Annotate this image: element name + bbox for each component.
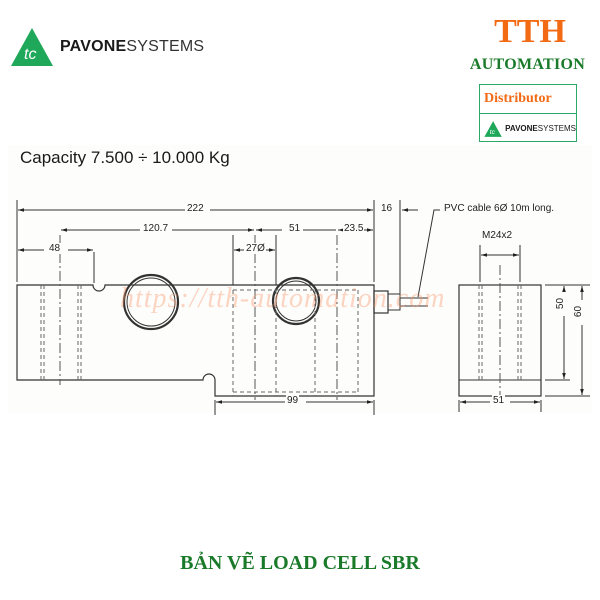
dim-overall-length: 222 <box>186 203 205 214</box>
tth-title: TTH <box>494 13 566 50</box>
distributor-label: Distributor <box>480 85 576 114</box>
capacity-label: Capacity 7.500 ÷ 10.000 Kg <box>20 148 230 167</box>
dim-width: 51 <box>492 395 506 406</box>
dim-hole-diameter: 27Ø <box>245 243 266 254</box>
dim-height-inner: 50 <box>555 296 567 311</box>
pavone-triangle-icon: tc <box>11 28 53 66</box>
dim-lower-section: 99 <box>286 395 300 406</box>
pavone-wordmark: PAVONESYSTEMS <box>60 38 205 55</box>
dim-mount-to-hole: 51 <box>288 223 302 234</box>
dim-first-hole-offset: 48 <box>48 243 62 254</box>
dim-height-total: 60 <box>573 304 585 319</box>
svg-text:tc: tc <box>24 46 36 63</box>
dim-thread: M24x2 <box>481 230 514 241</box>
watermark-url: https://tth-automation.com <box>120 283 446 314</box>
svg-text:tc: tc <box>490 128 496 135</box>
cable-note: PVC cable 6Ø 10m long. <box>443 203 556 214</box>
tth-subtitle: AUTOMATION <box>469 56 586 73</box>
distributor-box: Distributor tc PAVONESYSTEMS <box>479 84 577 142</box>
dim-hole-spacing: 120.7 <box>142 223 170 234</box>
distributor-pavone-logo: tc PAVONESYSTEMS <box>480 114 576 143</box>
drawing-caption: BẢN VẼ LOAD CELL SBR <box>180 552 420 574</box>
pavone-systems-logo: tc PAVONESYSTEMS <box>10 22 210 72</box>
dim-end-offset: 23.5 <box>343 223 365 234</box>
pavone-triangle-small-icon: tc <box>484 120 502 137</box>
dim-connector-length: 16 <box>380 203 394 214</box>
